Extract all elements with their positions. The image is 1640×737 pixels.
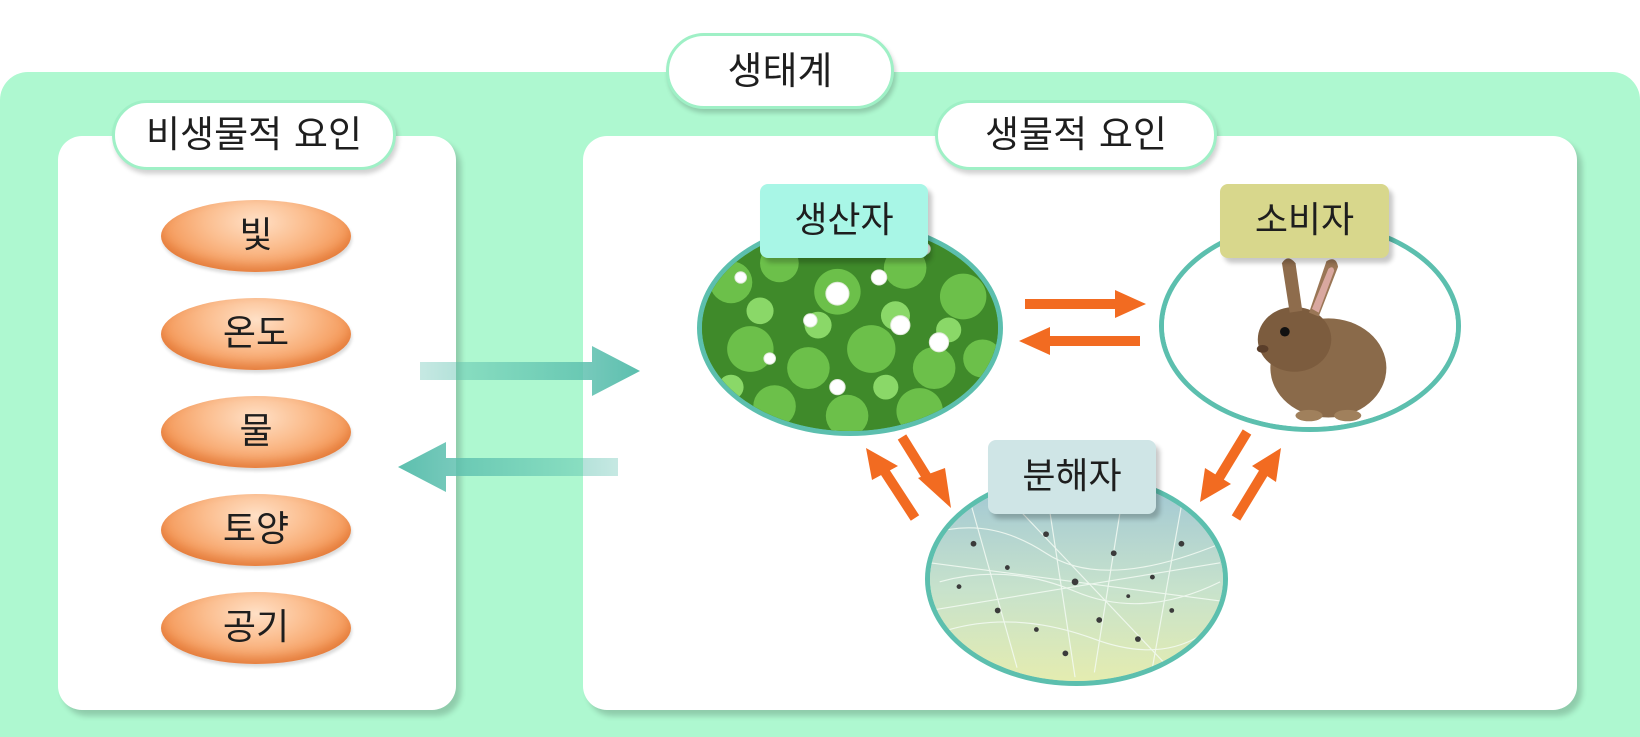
arrow-decomposer-to-consumer-shaft (1231, 469, 1269, 521)
factor-soil: 토양 (161, 494, 351, 566)
decomposer-label: 분해자 (988, 440, 1156, 514)
arrow-decomposer-to-consumer-head (1252, 448, 1281, 482)
factor-temperature: 온도 (161, 298, 351, 370)
biotic-factors-label: 생물적 요인 (935, 100, 1217, 170)
consumer-label: 소비자 (1220, 184, 1389, 258)
factor-light: 빛 (161, 200, 351, 272)
arrow-consumer-to-decomposer-shaft (1214, 429, 1252, 481)
arrow-producer-to-decomposer-head (918, 468, 951, 508)
arrow-decomposer-to-producer-shaft (880, 469, 920, 521)
producer-label: 생산자 (760, 184, 928, 258)
arrow-producer-to-decomposer-shaft (897, 434, 935, 485)
arrow-biotic-to-abiotic (398, 442, 618, 492)
abiotic-factors-label: 비생물적 요인 (112, 100, 396, 170)
arrow-consumer-to-producer (1019, 327, 1140, 355)
factor-air: 공기 (161, 592, 351, 664)
ecosystem-title: 생태계 (666, 33, 894, 109)
producer-clover-image (697, 220, 1003, 436)
factor-water: 물 (161, 396, 351, 468)
arrow-abiotic-to-biotic (420, 346, 640, 396)
arrow-decomposer-to-producer-head (866, 448, 898, 480)
consumer-rabbit-image (1159, 220, 1461, 432)
arrow-producer-to-consumer (1025, 290, 1146, 318)
arrow-consumer-to-decomposer-head (1200, 468, 1231, 502)
